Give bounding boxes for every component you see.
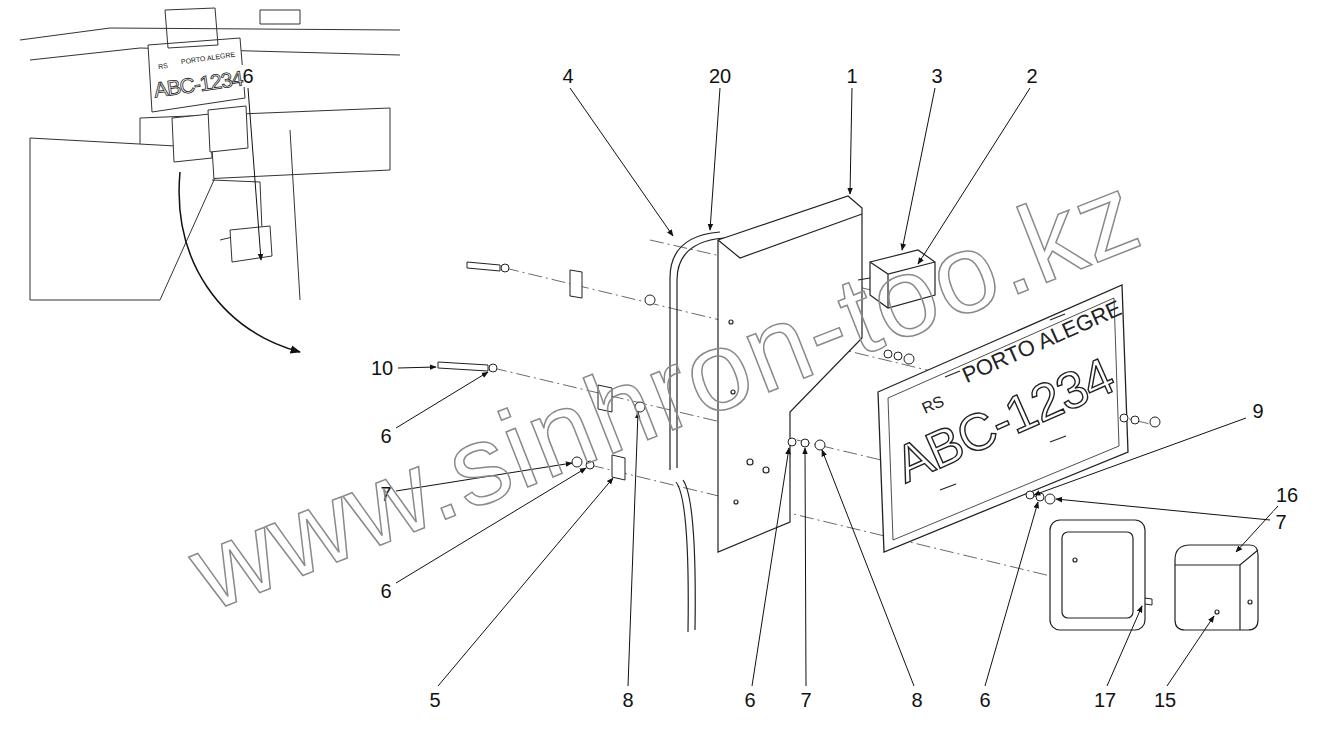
callout-number: 8 xyxy=(620,689,635,711)
leader-lines xyxy=(1236,506,1278,552)
leader-lines xyxy=(710,88,720,230)
leader-lines xyxy=(822,450,914,686)
pointer-arrow xyxy=(179,172,300,352)
leader-lines xyxy=(248,88,261,260)
callout-number: 7 xyxy=(1273,511,1288,533)
plate-text: RS xyxy=(920,393,947,417)
leader-lines xyxy=(752,448,789,686)
callout-number: 4 xyxy=(560,65,575,87)
inset-truck xyxy=(230,226,272,262)
callout-number: 7 xyxy=(798,689,813,711)
inset-plate xyxy=(148,38,245,112)
fasteners xyxy=(1120,414,1128,422)
fasteners xyxy=(788,438,796,446)
plate-number: ABC-1234 xyxy=(153,67,244,100)
fasteners xyxy=(1026,491,1034,499)
callout-number: 17 xyxy=(1092,689,1118,711)
leader-lines xyxy=(805,448,806,686)
leader-lines xyxy=(1034,418,1246,495)
fasteners xyxy=(467,262,500,271)
inset-truck xyxy=(20,8,400,300)
fasteners xyxy=(570,270,582,298)
leader-lines xyxy=(1167,616,1214,686)
gasket xyxy=(676,482,688,632)
callout-number: 1 xyxy=(844,65,859,87)
fasteners xyxy=(815,440,825,450)
lamp-frame xyxy=(1050,520,1145,630)
gasket xyxy=(683,480,695,630)
fasteners xyxy=(438,362,488,371)
plate-text: RS xyxy=(158,62,169,70)
inset-truck xyxy=(165,8,218,48)
leader-lines xyxy=(902,88,935,250)
leader-lines xyxy=(985,502,1038,686)
callout-number: 6 xyxy=(378,580,393,602)
leader-lines xyxy=(570,88,673,236)
lamp-housing xyxy=(1175,545,1258,630)
bracket-plate xyxy=(747,459,753,465)
callout-number: 10 xyxy=(369,357,395,379)
lamp-housing xyxy=(1248,600,1252,604)
lamp-housing xyxy=(1175,545,1258,630)
callout-number: 6 xyxy=(742,689,757,711)
inset-lamp xyxy=(208,106,248,152)
bracket-plate xyxy=(718,214,862,258)
callout-number: 3 xyxy=(929,65,944,87)
callout-number: 6 xyxy=(977,689,992,711)
callout-number: 20 xyxy=(707,65,733,87)
fasteners xyxy=(1150,417,1160,427)
inset-truck xyxy=(20,28,400,40)
leader-lines xyxy=(1056,499,1270,520)
leader-lines xyxy=(398,367,436,368)
fasteners xyxy=(645,295,655,305)
bracket-plate xyxy=(763,467,769,473)
inset-truck xyxy=(290,130,300,300)
lamp-housing xyxy=(1175,550,1258,630)
inset-truck xyxy=(260,10,300,24)
callout-number: 15 xyxy=(1152,689,1178,711)
lamp-frame xyxy=(1062,532,1133,618)
fasteners xyxy=(489,364,497,372)
leader-lines xyxy=(1107,606,1142,686)
callout-number: 8 xyxy=(909,689,924,711)
fasteners xyxy=(1131,416,1139,424)
callout-number: 9 xyxy=(1250,400,1265,422)
fasteners xyxy=(501,264,509,272)
fasteners xyxy=(801,439,809,447)
lamp-frame xyxy=(1073,558,1077,562)
plate-text: PORTO ALEGRE xyxy=(180,51,235,66)
inset-truck xyxy=(30,138,214,300)
callout-number: 2 xyxy=(1024,65,1039,87)
callout-number: 16 xyxy=(1274,484,1300,506)
inset-lamp xyxy=(172,114,212,162)
leader-lines xyxy=(850,88,852,194)
lamp-housing xyxy=(1215,610,1219,614)
bracket-plate xyxy=(734,500,738,504)
fasteners xyxy=(1045,494,1055,504)
callout-number: 5 xyxy=(427,689,442,711)
lamp-frame xyxy=(1050,520,1145,630)
